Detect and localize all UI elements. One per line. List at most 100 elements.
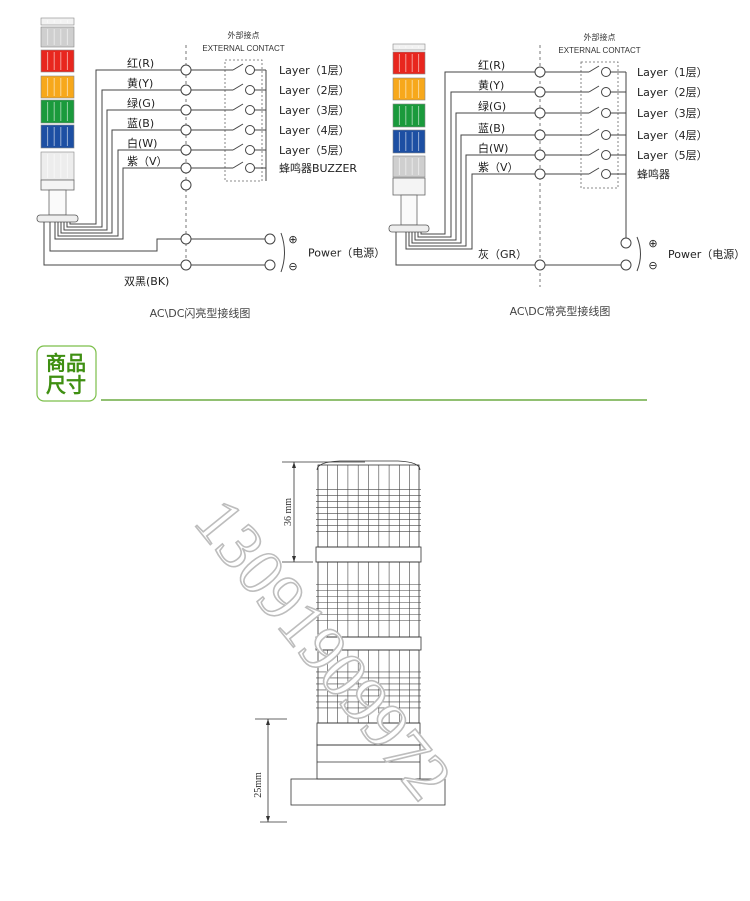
switch-icon xyxy=(545,85,626,93)
terminal xyxy=(534,86,546,98)
tower-segment xyxy=(40,26,75,48)
switch-terminal xyxy=(245,105,255,115)
switch-terminal xyxy=(245,125,255,135)
tower-flange xyxy=(388,224,430,233)
wire xyxy=(60,129,181,234)
signal-tower-icon xyxy=(36,17,79,223)
tower-segment xyxy=(40,99,75,124)
dimension-line-25mm xyxy=(255,718,287,823)
wire xyxy=(417,91,535,238)
layer-label: Layer（2层） xyxy=(637,86,708,99)
switch-terminal xyxy=(601,67,611,77)
layer-label: Layer（4层） xyxy=(637,129,708,142)
minus-icon: ⊖ xyxy=(288,260,297,273)
switch-terminal xyxy=(245,85,255,95)
layer-label: Layer（3层） xyxy=(637,107,708,120)
terminal xyxy=(180,124,192,136)
tower-segment xyxy=(40,151,75,181)
wire xyxy=(420,71,535,235)
tower-segment xyxy=(392,51,426,75)
tower-segment xyxy=(392,77,426,101)
wire-label: 绿(G) xyxy=(478,99,506,113)
power-terminal xyxy=(620,237,632,249)
power-label: Power（电源） xyxy=(308,246,385,260)
wire-label: 黄(Y) xyxy=(127,76,153,90)
tower-band xyxy=(315,636,422,651)
wire-minus xyxy=(395,232,621,266)
watermark: 13091909972 xyxy=(180,485,465,813)
wire-label: 蓝(B) xyxy=(127,117,154,130)
wire-label: 蓝(B) xyxy=(478,122,505,135)
layer-label: Layer（4层） xyxy=(279,124,350,137)
layer-label: Layer（5层） xyxy=(637,149,708,162)
wire-minus xyxy=(43,222,265,266)
power-bracket xyxy=(280,232,285,273)
wire xyxy=(408,154,535,247)
wire-plus xyxy=(49,222,265,252)
tower-flange xyxy=(290,778,446,806)
switch-icon xyxy=(545,106,626,114)
switch-terminal xyxy=(601,150,611,160)
wire-label: 白(W) xyxy=(127,136,157,150)
wire-label: 紫（V） xyxy=(127,155,168,168)
minus-icon: ⊖ xyxy=(648,259,657,272)
tower-segment xyxy=(392,155,426,178)
common-wire-label: 双黑(BK) xyxy=(124,275,169,288)
external-contact-cn: 外部接点 xyxy=(228,30,260,40)
terminal xyxy=(534,168,546,180)
layer-label: Layer（3层） xyxy=(279,104,350,117)
terminal xyxy=(534,107,546,119)
tower-base xyxy=(392,177,426,196)
diagram-caption: AC\DC常亮型接线图 xyxy=(510,304,611,318)
tower-flange xyxy=(36,214,79,223)
switch-icon xyxy=(545,148,626,156)
terminal xyxy=(534,129,546,141)
power-terminal xyxy=(264,233,276,245)
wire-label: 紫（V） xyxy=(478,161,519,174)
wire-label: 红(R) xyxy=(478,59,505,72)
power-bracket xyxy=(636,236,641,272)
wire xyxy=(69,69,181,225)
wire xyxy=(66,89,181,228)
tower-base xyxy=(40,179,75,191)
terminal xyxy=(180,104,192,116)
common-wire-label: 灰（GR） xyxy=(478,247,527,261)
switch-icon xyxy=(545,167,626,175)
wire-label: 白(W) xyxy=(478,141,508,155)
section-header: 商品 尺寸 xyxy=(36,345,647,402)
terminal xyxy=(180,144,192,156)
external-contact-box xyxy=(580,61,619,189)
tower-band xyxy=(315,546,422,563)
layer-label: Layer（1层） xyxy=(279,64,350,77)
tower-segment xyxy=(392,103,426,128)
wire xyxy=(414,112,535,241)
switch-terminal xyxy=(245,163,255,173)
wire xyxy=(405,173,535,250)
switch-icon xyxy=(545,128,626,136)
external-contact-en: EXTERNAL CONTACT xyxy=(202,44,284,53)
switch-terminal xyxy=(601,108,611,118)
dimension-line-36mm xyxy=(282,461,365,563)
section-title-line1: 商品 xyxy=(46,351,86,375)
switch-terminal xyxy=(245,65,255,75)
tower-segment xyxy=(40,49,75,73)
layer-label: Layer（5层） xyxy=(279,144,350,157)
terminal xyxy=(180,162,192,174)
tower-stem xyxy=(48,189,67,216)
wire xyxy=(54,167,181,240)
tower-segment xyxy=(40,124,75,149)
top-height-label: 36 mm xyxy=(283,498,294,526)
section-title-line2: 尺寸 xyxy=(46,373,86,397)
switch-terminal xyxy=(601,87,611,97)
switch-terminal xyxy=(601,130,611,140)
wire xyxy=(57,149,181,237)
wire xyxy=(411,134,535,244)
terminal xyxy=(534,259,546,271)
power-terminal xyxy=(264,259,276,271)
tower-segment xyxy=(392,129,426,154)
section-badge xyxy=(36,345,97,402)
terminal xyxy=(180,64,192,76)
